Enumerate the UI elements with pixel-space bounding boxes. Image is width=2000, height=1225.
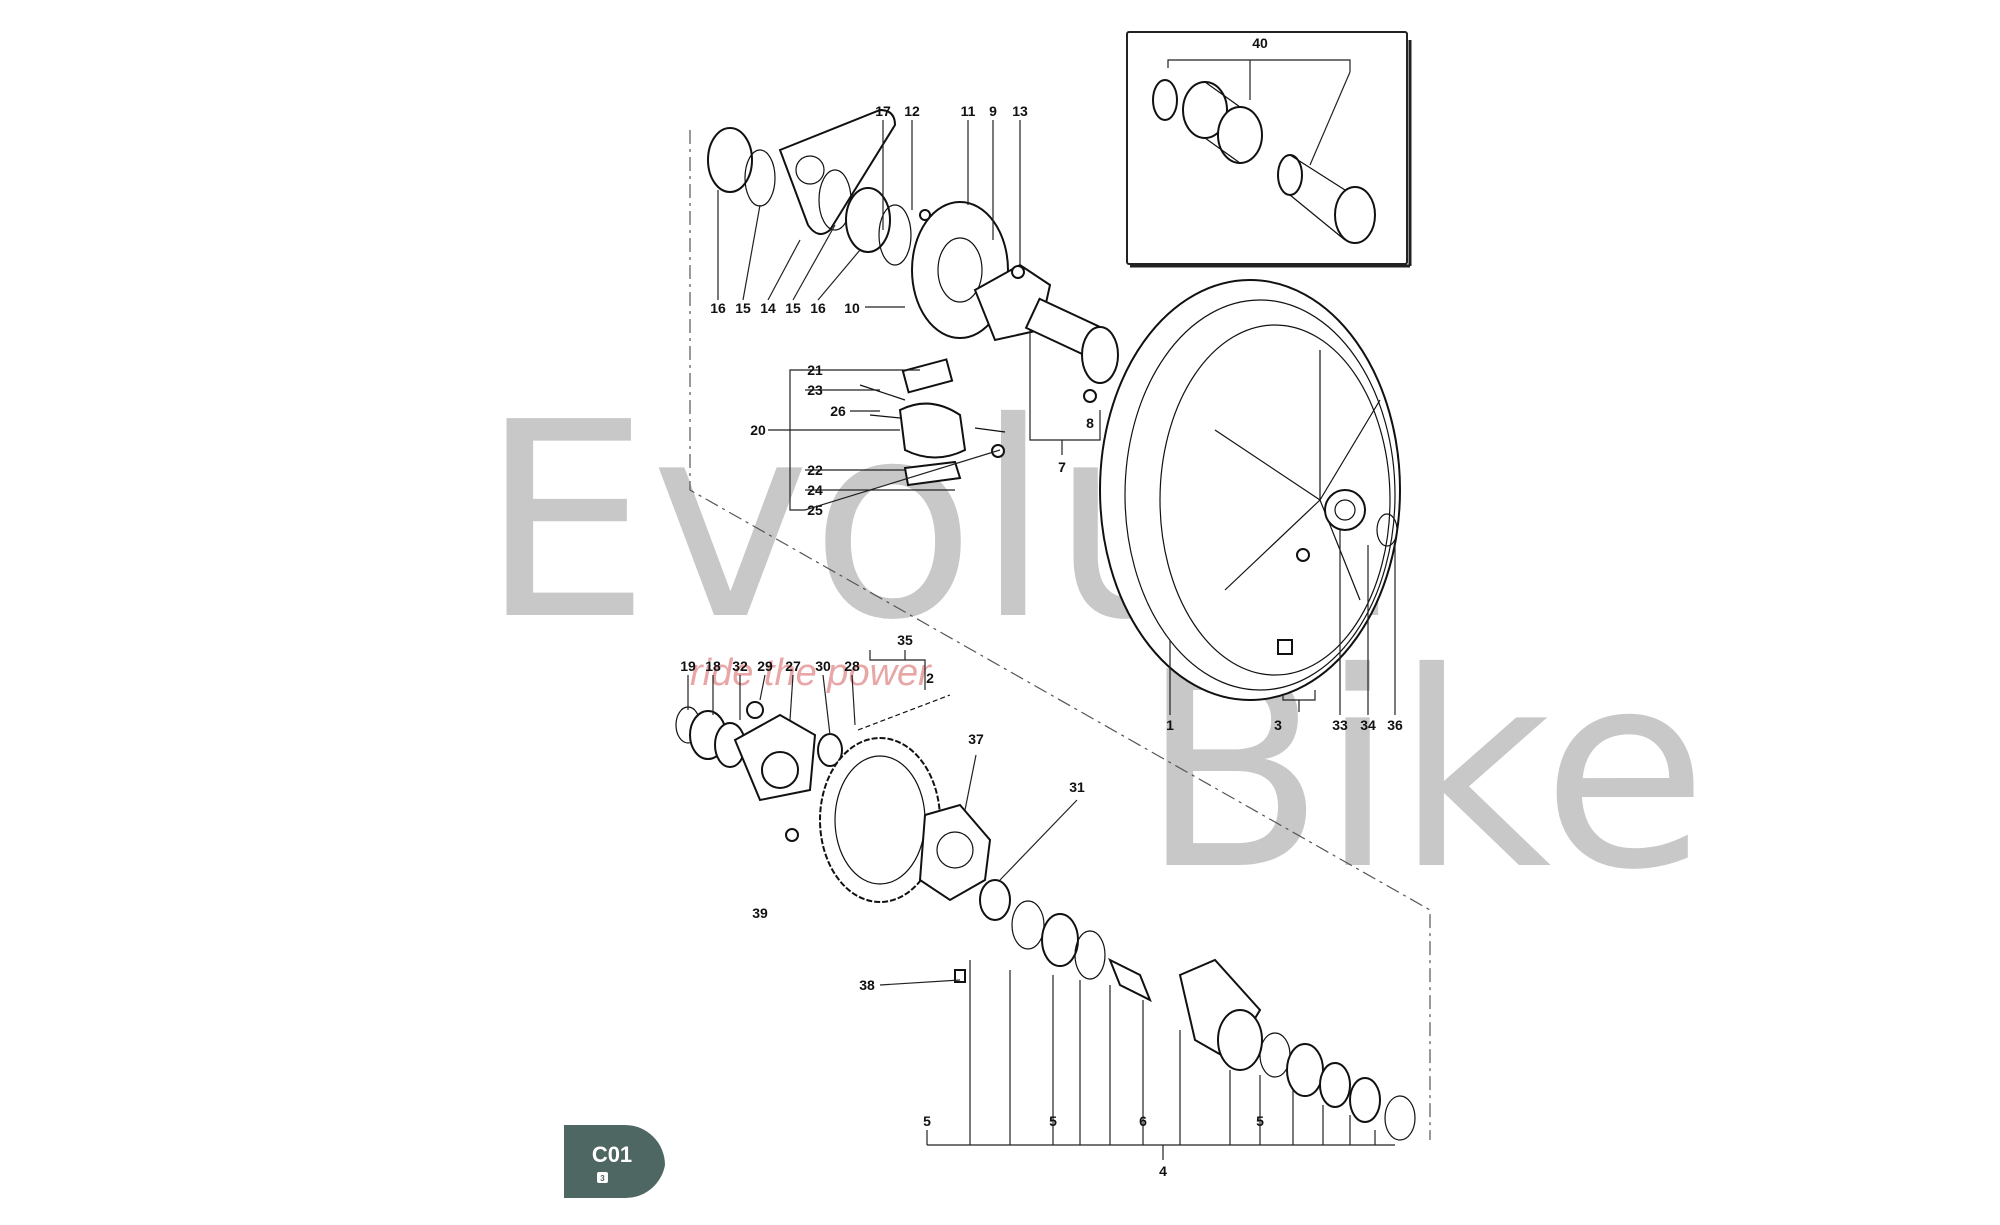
callout-label: 39	[752, 905, 768, 921]
callout-label: 9	[989, 103, 997, 119]
callout-label: 16	[810, 300, 826, 316]
watermark: Evoluti n B ike ride the power	[480, 364, 1708, 929]
page-code: C01	[592, 1142, 632, 1167]
callout-label: 34	[1360, 717, 1376, 733]
callout-label: 16	[710, 300, 726, 316]
assembly-axis	[689, 130, 1431, 1140]
callout-label: 24	[807, 482, 823, 498]
cush-drive	[918, 803, 992, 902]
callout-label: 13	[1012, 103, 1028, 119]
callout-label: 35	[897, 632, 913, 648]
wheel-hub-bearing	[1324, 489, 1366, 531]
watermark-brand-4: ike	[1320, 614, 1708, 929]
callout-label: 5	[1256, 1113, 1264, 1129]
inset-box	[1126, 31, 1412, 268]
brake-side-parts	[707, 108, 1119, 487]
callout-label: 17	[875, 103, 891, 119]
callout-label: 26	[830, 403, 846, 419]
callout-label: 1	[1166, 717, 1174, 733]
pad-spring	[903, 460, 962, 487]
leader-lines	[687, 120, 1396, 1160]
callout-label: 23	[807, 382, 823, 398]
drive-chain	[857, 694, 951, 731]
callout-label: 7	[1058, 459, 1066, 475]
page-code-badge: C01 3	[564, 1125, 665, 1199]
callout-label: 40	[1252, 35, 1268, 51]
callout-label: 32	[732, 658, 748, 674]
callout-label: 25	[807, 502, 823, 518]
callout-label: 5	[1049, 1113, 1057, 1129]
watermark-slogan: ride the power	[690, 652, 932, 694]
callout-label: 14	[760, 300, 776, 316]
callout-label: 19	[680, 658, 696, 674]
callout-label: 30	[815, 658, 831, 674]
brake-caliper	[898, 402, 967, 459]
callout-label: 4	[1159, 1163, 1167, 1179]
callout-label: 3	[1274, 717, 1282, 733]
callout-label: 21	[807, 362, 823, 378]
callout-label: 10	[844, 300, 860, 316]
callout-label: 6	[1139, 1113, 1147, 1129]
callout-label: 36	[1387, 717, 1403, 733]
callout-label: 28	[844, 658, 860, 674]
sprocket-side-parts	[675, 694, 1416, 1141]
callout-label: 29	[757, 658, 773, 674]
callout-label: 20	[750, 422, 766, 438]
callout-label: 5	[923, 1113, 931, 1129]
page-subcode: 3	[600, 1174, 605, 1183]
callout-label: 37	[968, 731, 984, 747]
callout-label: 22	[807, 462, 823, 478]
rear-wheel	[1099, 279, 1401, 701]
callout-label: 15	[785, 300, 801, 316]
brake-pads	[901, 358, 954, 394]
callout-label: 18	[705, 658, 721, 674]
callout-label: 12	[904, 103, 920, 119]
spacer-ring	[707, 127, 753, 193]
axis-lines	[689, 130, 1431, 1140]
caliper-bracket	[778, 108, 897, 235]
callout-label: 33	[1332, 717, 1348, 733]
callout-label: 27	[785, 658, 801, 674]
callout-label: 38	[859, 977, 875, 993]
callout-label: 8	[1086, 415, 1094, 431]
callout-labels: 40 17 12 11 9 13 16 15 14 15 16 10 21 23…	[680, 35, 1403, 1179]
callout-label: 15	[735, 300, 751, 316]
callout-label: 31	[1069, 779, 1085, 795]
inset-ring	[1152, 79, 1178, 121]
callout-label: 2	[926, 670, 934, 686]
callout-label: 11	[961, 103, 976, 119]
